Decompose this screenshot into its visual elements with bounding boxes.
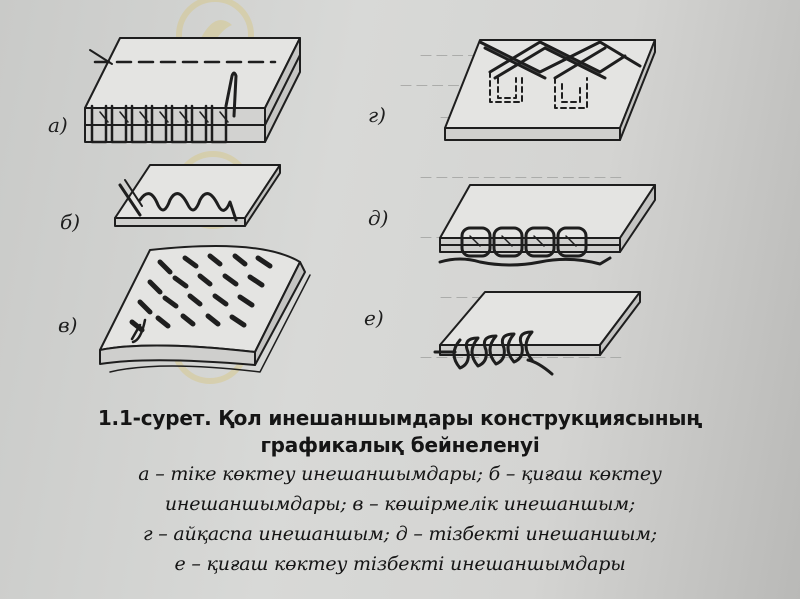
caption-line-1: а – тіке көктеу инешаншымдары; б – қиғаш… xyxy=(138,463,662,485)
figure-label-d: д) xyxy=(368,206,389,230)
figure-label-b: б) xyxy=(60,210,81,234)
figure-label-a: а) xyxy=(48,113,68,137)
figure-g-cross-stitch xyxy=(444,39,656,141)
caption-title-line-1: 1.1-сурет. Қол инешаншымдары конструкция… xyxy=(97,406,703,430)
figure-label-v: в) xyxy=(58,313,78,337)
caption-line-4: е – қиғаш көктеу тізбекті инешаншымдары xyxy=(174,553,626,575)
figure-e-diagonal-chain-stitch xyxy=(433,291,641,376)
figure-caption: 1.1-сурет. Қол инешаншымдары конструкция… xyxy=(40,405,760,579)
caption-line-3: г – айқаспа инешаншым; д – тізбекті инеш… xyxy=(143,523,657,545)
caption-title-line-2: графикалық бейнеленуі xyxy=(260,433,540,457)
figure-label-g: г) xyxy=(368,103,386,127)
figure-d-chain-stitch xyxy=(438,184,656,267)
figure-a-straight-stitch xyxy=(84,37,301,144)
caption-line-2: инешаншымдары; в – көшірмелік инешаншым; xyxy=(164,493,636,515)
figure-label-e: е) xyxy=(364,306,384,330)
figure-b-diagonal-stitch xyxy=(114,164,281,227)
figure-v-tailor-stitch xyxy=(99,245,311,373)
stitch-illustrations xyxy=(84,37,656,376)
